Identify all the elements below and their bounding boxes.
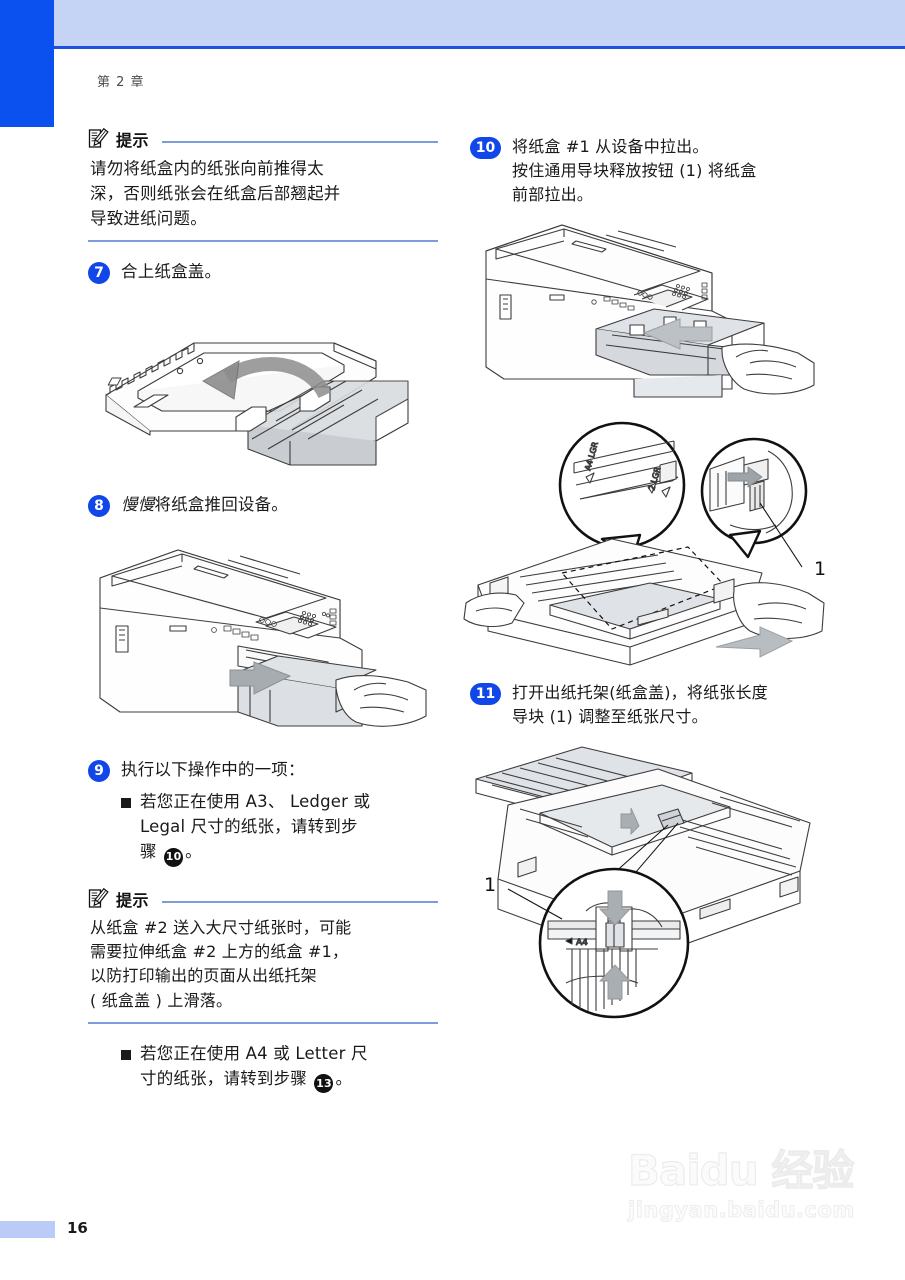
step-8-badge: 8 bbox=[88, 494, 110, 517]
page-number: 16 bbox=[67, 1219, 88, 1237]
step-10: 10 将纸盒 #1 从设备中拉出。 按住通用导块释放按钮 (1) 将纸盒 前部拉… bbox=[470, 135, 820, 207]
note-1-close-rule bbox=[88, 240, 438, 243]
bullet-2-text: 若您正在使用 A4 或 Letter 尺 寸的纸张，请转到步骤 13。 bbox=[140, 1042, 368, 1094]
paper-length-guide-adjust-illustration: A4 1 bbox=[462, 743, 820, 1043]
note-2-title: 提示 bbox=[116, 890, 150, 910]
step-11-badge: 11 bbox=[470, 683, 501, 705]
note-1-rule bbox=[162, 141, 438, 143]
bullet-2-last-prefix: 寸的纸张，请转到步骤 bbox=[140, 1068, 313, 1088]
bullet-item: 若您正在使用 A4 或 Letter 尺 寸的纸张，请转到步骤 13。 bbox=[121, 1042, 438, 1094]
note-block-1: 提示 请勿将纸盒内的纸张向前推得太 深，否则纸张会在纸盒后部翘起并 导致进纸问题… bbox=[88, 125, 438, 243]
step-10-line: 按住通用导块释放按钮 (1) 将纸盒 bbox=[512, 161, 757, 180]
step-7: 7 合上纸盒盖。 bbox=[88, 260, 438, 285]
bullet-1-last-prefix: 骤 bbox=[140, 841, 163, 861]
note-2-line: ( 纸盒盖 ) 上滑落。 bbox=[90, 990, 233, 1010]
note-1-body: 请勿将纸盒内的纸张向前推得太 深，否则纸张会在纸盒后部翘起并 导致进纸问题。 bbox=[88, 153, 438, 231]
inline-step-badge: 10 bbox=[164, 847, 184, 867]
note-2-line: 从纸盒 #2 送入大尺寸纸张时，可能 bbox=[90, 917, 352, 937]
note-1-line: 深，否则纸张会在纸盒后部翘起并 bbox=[90, 184, 341, 204]
step-7-text: 合上纸盒盖。 bbox=[121, 260, 221, 285]
step-10-text: 将纸盒 #1 从设备中拉出。 按住通用导块释放按钮 (1) 将纸盒 前部拉出。 bbox=[512, 135, 756, 207]
paper-tray-close-cover-illustration bbox=[76, 299, 438, 479]
bullet-square-icon bbox=[121, 798, 131, 809]
note-2-line: 以防打印输出的页面从出纸托架 bbox=[90, 966, 317, 986]
callout-label-1: 1 bbox=[484, 874, 496, 896]
printer-push-tray-illustration bbox=[78, 530, 438, 750]
step-8: 8 慢慢将纸盒推回设备。 bbox=[88, 493, 438, 518]
step-9-bullets-2: 若您正在使用 A4 或 Letter 尺 寸的纸张，请转到步骤 13。 bbox=[121, 1042, 438, 1094]
bullet-2-last-suffix: 。 bbox=[335, 1068, 353, 1088]
footer-bar bbox=[0, 1221, 55, 1238]
step-11-line: 打开出纸托架(纸盒盖)，将纸张长度 bbox=[512, 683, 768, 702]
note-2-rule bbox=[162, 900, 438, 903]
step-9-bullets: 若您正在使用 A3、 Ledger 或 Legal 尺寸的纸张，请转到步 骤 1… bbox=[121, 790, 438, 867]
printer-pull-tray-out-illustration bbox=[464, 217, 820, 407]
note-1-line: 请勿将纸盒内的纸张向前推得太 bbox=[90, 159, 324, 178]
step-11-line: 导块 (1) 调整至纸张尺寸。 bbox=[512, 707, 708, 726]
step-9-line: 执行以下操作中的一项： bbox=[121, 759, 305, 779]
step-7-line: 合上纸盒盖。 bbox=[121, 262, 222, 282]
step-10-line: 前部拉出。 bbox=[512, 185, 594, 204]
note-2-close-rule bbox=[88, 1021, 438, 1024]
step-8-rest: 将纸盒推回设备。 bbox=[154, 494, 289, 514]
watermark-main: Baidu 经验 bbox=[627, 1146, 855, 1195]
note-2-body: 从纸盒 #2 送入大尺寸纸张时，可能 需要拉伸纸盒 #2 上方的纸盒 #1， 以… bbox=[88, 913, 438, 1013]
bullet-item: 若您正在使用 A3、 Ledger 或 Legal 尺寸的纸张，请转到步 骤 1… bbox=[121, 790, 438, 867]
note-1-header: 提示 bbox=[88, 125, 438, 153]
step-8-text: 慢慢将纸盒推回设备。 bbox=[121, 493, 288, 518]
note-2-header: 提示 bbox=[88, 885, 438, 913]
note-2-line: 需要拉伸纸盒 #2 上方的纸盒 #1， bbox=[90, 942, 349, 962]
header-side-tab bbox=[0, 0, 54, 127]
note-pencil-icon bbox=[88, 127, 110, 150]
step-9-badge: 9 bbox=[88, 759, 110, 782]
step-11: 11 打开出纸托架(纸盒盖)，将纸张长度 导块 (1) 调整至纸张尺寸。 bbox=[470, 681, 820, 729]
right-column: 10 将纸盒 #1 从设备中拉出。 按住通用导块释放按钮 (1) 将纸盒 前部拉… bbox=[463, 125, 826, 1043]
bullet-1-line: Legal 尺寸的纸张，请转到步 bbox=[140, 817, 358, 837]
baidu-watermark: Baidu 经验 jingyan.baidu.com bbox=[627, 1146, 890, 1242]
note-1-title: 提示 bbox=[116, 131, 150, 150]
step-9: 9 执行以下操作中的一项： bbox=[88, 758, 438, 783]
tray-guide-release-button-callout-illustration: A4 LGR 2 LGR bbox=[462, 407, 826, 677]
header-band bbox=[54, 0, 905, 46]
chapter-label: 第 2 章 bbox=[97, 75, 145, 90]
bullet-1-text: 若您正在使用 A3、 Ledger 或 Legal 尺寸的纸张，请转到步 骤 1… bbox=[140, 790, 371, 867]
step-8-emphasis: 慢慢 bbox=[121, 494, 155, 514]
inline-step-badge: 13 bbox=[314, 1074, 334, 1094]
step-10-badge: 10 bbox=[470, 137, 501, 159]
step-7-badge: 7 bbox=[88, 262, 110, 285]
watermark-sub: jingyan.baidu.com bbox=[627, 1197, 855, 1222]
note-pencil-icon bbox=[88, 887, 110, 910]
bullet-square-icon bbox=[121, 1049, 131, 1060]
header-rule bbox=[54, 46, 905, 49]
figure-mark-a4: A4 bbox=[576, 938, 588, 948]
bullet-1-line: 若您正在使用 A3、 Ledger 或 bbox=[140, 792, 371, 812]
callout-label-1: 1 bbox=[814, 558, 826, 580]
step-11-text: 打开出纸托架(纸盒盖)，将纸张长度 导块 (1) 调整至纸张尺寸。 bbox=[512, 681, 768, 729]
left-column: 提示 请勿将纸盒内的纸张向前推得太 深，否则纸张会在纸盒后部翘起并 导致进纸问题… bbox=[88, 125, 438, 1094]
note-1-line: 导致进纸问题。 bbox=[90, 209, 207, 229]
step-10-line: 将纸盒 #1 从设备中拉出。 bbox=[512, 137, 709, 156]
step-9-text: 执行以下操作中的一项： bbox=[121, 758, 305, 783]
note-block-2: 提示 从纸盒 #2 送入大尺寸纸张时，可能 需要拉伸纸盒 #2 上方的纸盒 #1… bbox=[88, 885, 438, 1024]
bullet-1-last-suffix: 。 bbox=[185, 841, 202, 861]
bullet-2-line: 若您正在使用 A4 或 Letter 尺 bbox=[140, 1043, 368, 1063]
